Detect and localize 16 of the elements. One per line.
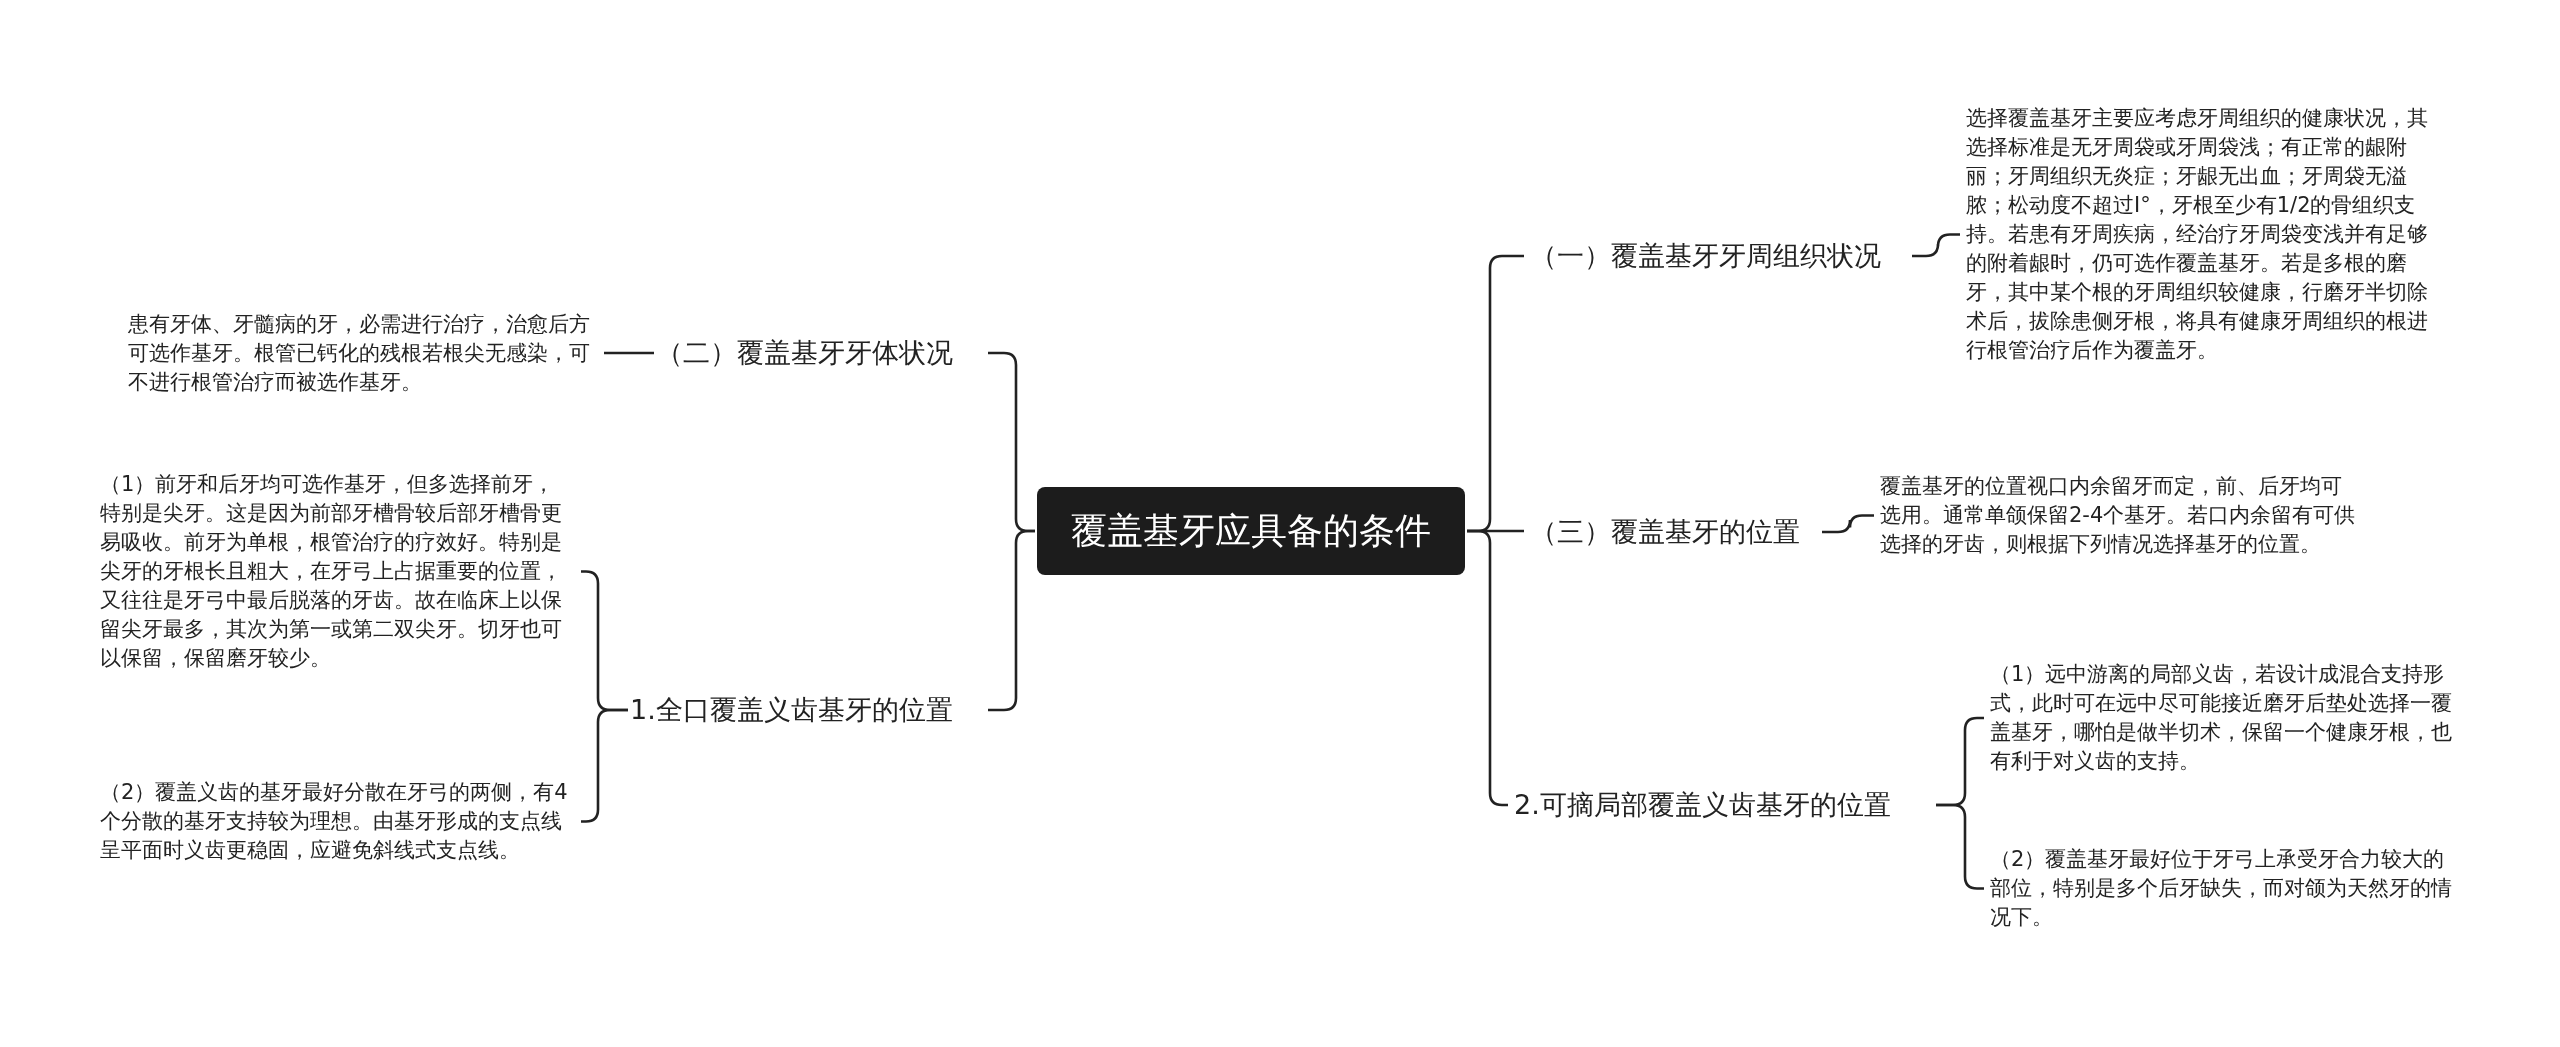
branch-topic: （一）覆盖基牙牙周组织状况: [1530, 236, 1910, 276]
branch-topic: 1.全口覆盖义齿基牙的位置: [630, 690, 982, 730]
branch-topic: 2.可摘局部覆盖义齿基牙的位置: [1514, 785, 1934, 825]
branch-topic: （三）覆盖基牙的位置: [1530, 512, 1820, 552]
note-text: 选择覆盖基牙主要应考虑牙周组织的健康状况，其选择标准是无牙周袋或牙周袋浅；有正常的龈附丽；牙周组织无炎症；牙龈无出血；牙周袋无溢脓；松动度不超过I°，牙根至少有1/2的骨组织支持。若患有牙周疾病，经治疗牙周袋变浅并有足够的附着龈时，仍可选作覆盖基牙。若是多根的磨牙，其中某个根的牙周组织较健康，行磨牙半切除术后，拔除患侧牙根，将具有健康牙周组织的根进行根管治疗后作为覆盖牙。: [1966, 104, 2441, 365]
connector-line: [604, 351, 654, 355]
note-text: 覆盖基牙的位置视口内余留牙而定，前、后牙均可选用。通常单颌保留2-4个基牙。若口内余留有可供选择的牙齿，则根据下列情况选择基牙的位置。: [1880, 472, 2360, 559]
note-text: （2）覆盖基牙最好位于牙弓上承受牙合力较大的部位，特别是多个后牙缺失，而对颌为天然牙的情况下。: [1990, 845, 2465, 932]
connector-line: [1822, 514, 1874, 534]
note-text: 患有牙体、牙髓病的牙，必需进行治疗，治愈后方可选作基牙。根管已钙化的残根若根尖无感染，可不进行根管治疗而被选作基牙。: [128, 310, 598, 397]
note-text: （1）前牙和后牙均可选作基牙，但多选择前牙，特别是尖牙。这是因为前部牙槽骨较后部牙槽骨更易吸收。前牙为单根，根管治疗的疗效好。特别是尖牙的牙根长且粗大，在牙弓上占据重要的位置，又往往是牙弓中最后脱落的牙齿。故在临床上以保留尖牙最多，其次为第一或第二双尖牙。切牙也可以保留，保留磨牙较少。: [100, 470, 575, 673]
central-topic: 覆盖基牙应具备的条件: [1037, 487, 1465, 575]
branch-topic: （二）覆盖基牙牙体状况: [656, 333, 982, 373]
note-text: （1）远中游离的局部义齿，若设计成混合支持形式，此时可在远中尽可能接近磨牙后垫处选择一覆盖基牙，哪怕是做半切术，保留一个健康牙根，也有利于对义齿的支持。: [1990, 660, 2465, 776]
note-text: （2）覆盖义齿的基牙最好分散在牙弓的两侧，有4个分散的基牙支持较为理想。由基牙形成的支点线呈平面时义齿更稳固，应避免斜线式支点线。: [100, 778, 575, 865]
connector-line: [1912, 233, 1960, 258]
